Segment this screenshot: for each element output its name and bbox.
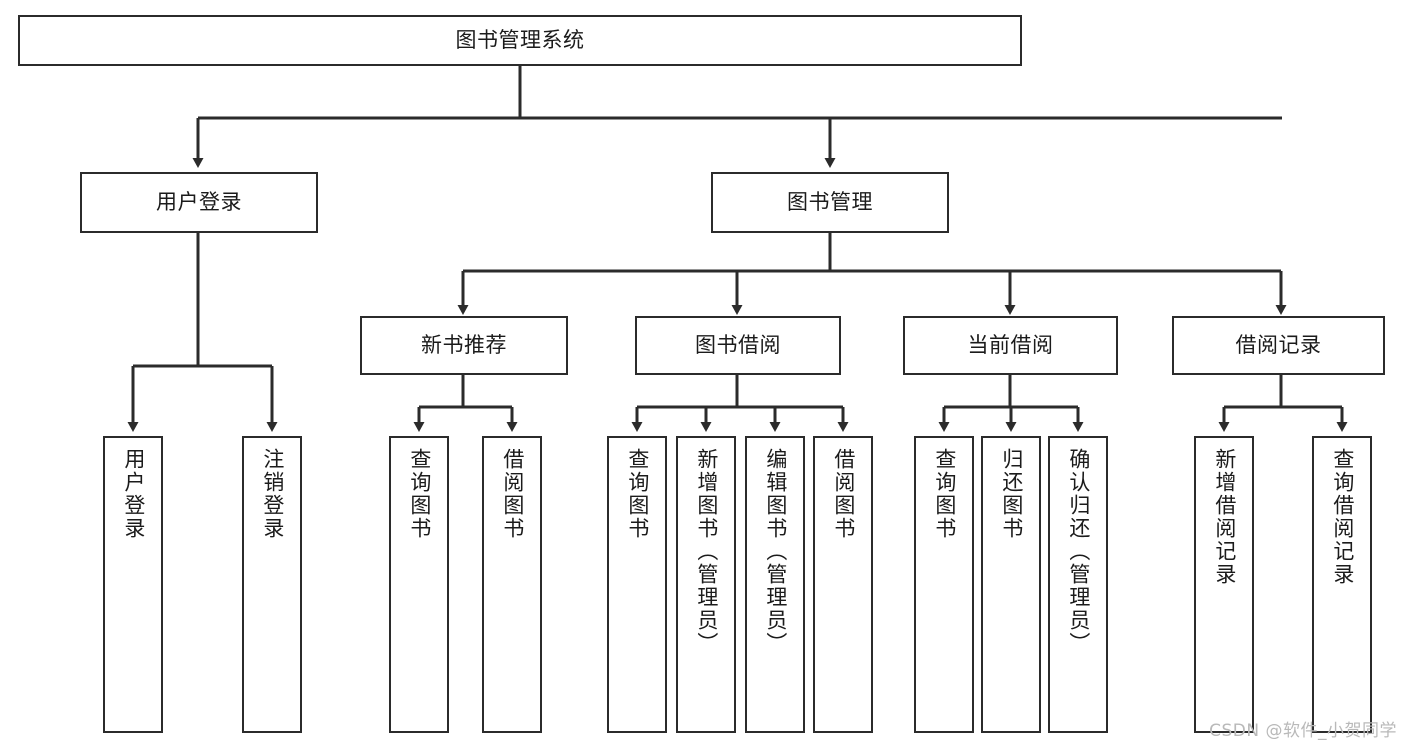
leaf-label: 查询借阅记录 (1330, 448, 1355, 586)
leaf-record-add[interactable]: 新增借阅记录 (1194, 436, 1254, 733)
leaf-label: 确认归还（管理员） (1066, 448, 1091, 655)
leaf-label: 注销登录 (260, 448, 285, 540)
leaf-borrow-borrow-book[interactable]: 借阅图书 (813, 436, 873, 733)
node-borrow-record[interactable]: 借阅记录 (1172, 316, 1385, 375)
leaf-current-return-book[interactable]: 归还图书 (981, 436, 1041, 733)
node-root[interactable]: 图书管理系统 (18, 15, 1022, 66)
leaf-borrow-query-book[interactable]: 查询图书 (607, 436, 667, 733)
leaf-current-query-book[interactable]: 查询图书 (914, 436, 974, 733)
node-user-login[interactable]: 用户登录 (80, 172, 318, 233)
node-borrow-record-label: 借阅记录 (1235, 332, 1322, 357)
leaf-label: 编辑图书（管理员） (763, 448, 788, 655)
leaf-new-book-query[interactable]: 查询图书 (389, 436, 449, 733)
node-current-borrow-label: 当前借阅 (967, 332, 1054, 357)
leaf-label: 查询图书 (932, 448, 957, 540)
node-book-borrow[interactable]: 图书借阅 (635, 316, 841, 375)
leaf-label: 归还图书 (999, 448, 1024, 540)
leaf-label: 借阅图书 (500, 448, 525, 540)
node-root-label: 图书管理系统 (455, 27, 585, 52)
leaf-borrow-add-book[interactable]: 新增图书（管理员） (676, 436, 736, 733)
node-book-management-label: 图书管理 (787, 189, 873, 214)
node-new-book-recommend[interactable]: 新书推荐 (360, 316, 568, 375)
leaf-label: 新增借阅记录 (1212, 448, 1237, 586)
leaf-record-query[interactable]: 查询借阅记录 (1312, 436, 1372, 733)
leaf-label: 借阅图书 (831, 448, 856, 540)
node-book-management[interactable]: 图书管理 (711, 172, 949, 233)
node-book-borrow-label: 图书借阅 (695, 332, 781, 357)
leaf-user-login-login[interactable]: 用户登录 (103, 436, 163, 733)
node-user-login-label: 用户登录 (156, 189, 242, 214)
leaf-label: 查询图书 (407, 448, 432, 540)
leaf-borrow-edit-book[interactable]: 编辑图书（管理员） (745, 436, 805, 733)
leaf-label: 用户登录 (121, 448, 146, 540)
leaf-label: 新增图书（管理员） (694, 448, 719, 655)
leaf-new-book-borrow[interactable]: 借阅图书 (482, 436, 542, 733)
leaf-user-login-logout[interactable]: 注销登录 (242, 436, 302, 733)
leaf-label: 查询图书 (625, 448, 650, 540)
leaf-current-confirm-return[interactable]: 确认归还（管理员） (1048, 436, 1108, 733)
watermark: CSDN @软件_小贺同学 (1209, 721, 1397, 741)
node-current-borrow[interactable]: 当前借阅 (903, 316, 1118, 375)
node-new-book-recommend-label: 新书推荐 (421, 332, 507, 357)
